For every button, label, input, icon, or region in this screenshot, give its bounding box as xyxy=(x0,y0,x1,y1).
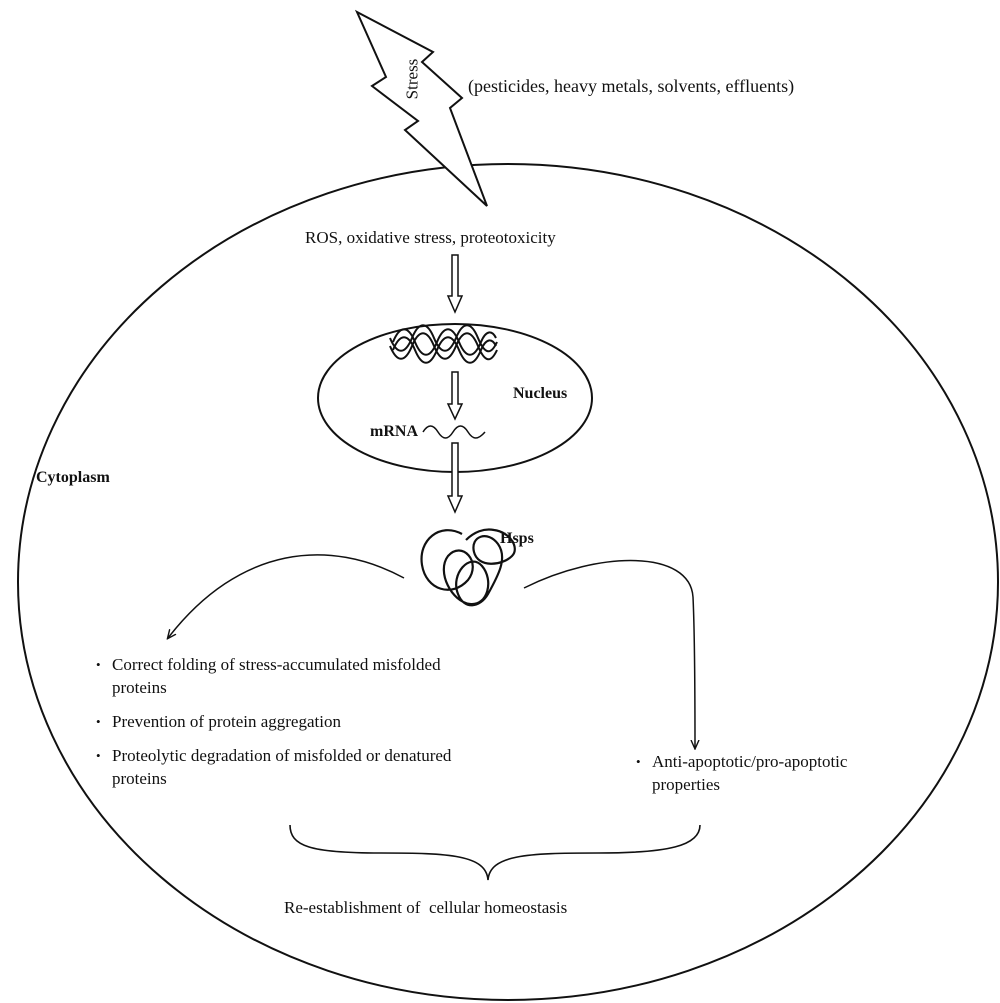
stress-lightning-bolt xyxy=(354,9,488,207)
mrna-label: mRNA xyxy=(370,423,418,440)
arrow-dna-to-mrna xyxy=(446,371,464,421)
list-item: Correct folding of stress-accumulated mi… xyxy=(96,653,482,699)
cytoplasm-label: Cytoplasm xyxy=(36,469,110,486)
ros-label: ROS, oxidative stress, proteotoxicity xyxy=(305,228,556,247)
stress-label: Stress xyxy=(402,58,422,100)
hsps-protein-icon xyxy=(420,528,516,607)
homeostasis-brace xyxy=(289,824,701,881)
list-item: Prevention of protein aggregation xyxy=(96,710,516,733)
nucleus-label: Nucleus xyxy=(513,385,568,402)
arrow-mrna-to-hsps xyxy=(446,442,464,514)
arrow-hsps-to-left-functions xyxy=(168,554,405,638)
dna-helix-icon xyxy=(389,324,498,364)
right-functions-list: Anti-apoptotic/pro-apoptotic properties xyxy=(636,750,866,796)
outcome-label: Re-establishment of cellular homeostasis xyxy=(284,898,568,917)
hsps-label: Hsps xyxy=(500,530,534,547)
left-functions-list: Correct folding of stress-accumulated mi… xyxy=(96,653,516,790)
list-item: Proteolytic degradation of misfolded or … xyxy=(96,744,492,790)
stress-sources-label: (pesticides, heavy metals, solvents, eff… xyxy=(468,76,795,96)
arrow-hsps-to-right-functions xyxy=(523,559,695,748)
mrna-wave-icon xyxy=(422,425,486,439)
list-item: Anti-apoptotic/pro-apoptotic properties xyxy=(636,750,862,796)
cell-membrane xyxy=(17,163,999,1001)
arrow-ros-to-dna xyxy=(446,254,464,314)
